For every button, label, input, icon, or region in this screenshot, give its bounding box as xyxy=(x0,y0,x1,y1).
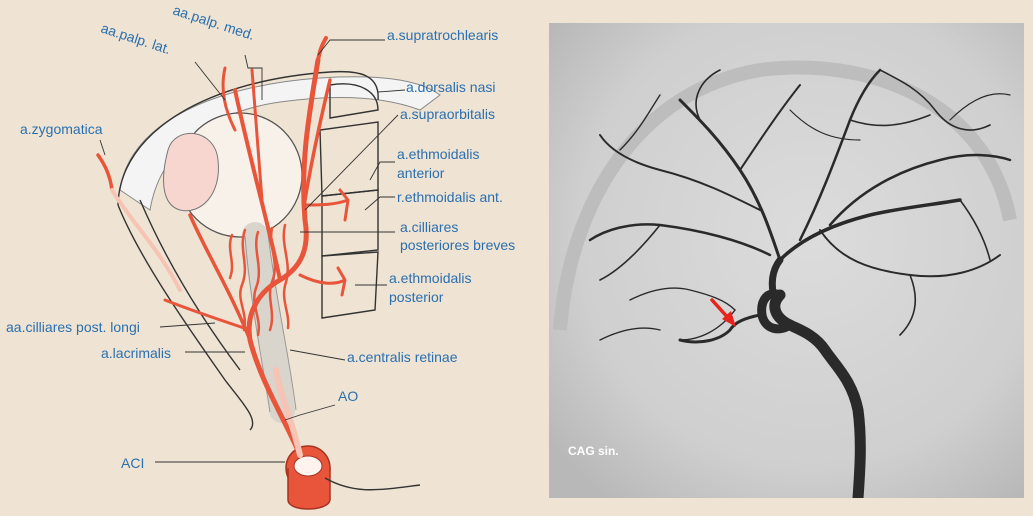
label-palp-lat: aa.palp. lat. xyxy=(99,20,173,58)
label-ethmoidalis-posterior-line2: posterior xyxy=(389,289,444,305)
label-dorsalis-nasi: a.dorsalis nasi xyxy=(406,79,496,95)
carotid-artery xyxy=(285,445,421,510)
label-supraorbitalis: a.supraorbitalis xyxy=(400,106,495,122)
label-ethmoidalis-anterior-line2: anterior xyxy=(397,165,445,181)
label-palp-med: aa.palp. med. xyxy=(171,2,257,43)
angiogram-caption: CAG sin. xyxy=(568,444,619,458)
label-r-ethmoidalis-ant: r.ethmoidalis ant. xyxy=(397,189,503,205)
label-lacrimalis: a.lacrimalis xyxy=(101,345,171,361)
cilliares-longi-branch xyxy=(163,298,252,332)
label-zygomatica: a.zygomatica xyxy=(20,121,103,137)
artery-branches xyxy=(96,36,350,342)
dorsalis-nasi-branch xyxy=(303,78,332,202)
label-ethmoidalis-posterior-line1: a.ethmoidalis xyxy=(389,270,472,286)
angiogram-image xyxy=(549,23,1024,498)
label-cilliares-longi: aa.cilliares post. longi xyxy=(6,319,140,335)
lacrimal-gland xyxy=(163,133,219,212)
angiogram-panel: CAG sin. xyxy=(549,23,1024,498)
orbit-lateral-wall xyxy=(139,199,241,371)
ethmoid-post-branch xyxy=(298,266,347,297)
label-aci: ACI xyxy=(121,455,144,471)
supraorbital-branch xyxy=(233,88,282,282)
orbit-diagram: aa.palp. lat. aa.palp. med. a.supratroch… xyxy=(6,2,515,510)
ethmoid-ant-branch xyxy=(303,188,350,222)
label-cilliares-breves-line2: posteriores breves xyxy=(400,237,515,253)
red-arrow-icon xyxy=(710,298,736,327)
leader-lines xyxy=(99,39,406,463)
ethmoid-cells xyxy=(319,83,379,319)
label-cilliares-breves-line1: a.cilliares xyxy=(400,219,458,235)
label-supratrochlearis: a.supratrochlearis xyxy=(387,27,498,43)
supratrochlear-branch xyxy=(316,36,328,62)
palp-med-branch xyxy=(250,68,264,202)
orbit-outline xyxy=(117,70,379,431)
label-ao: AO xyxy=(338,388,358,404)
label-centralis-retinae: a.centralis retinae xyxy=(347,349,458,365)
angiogram-vessels xyxy=(553,60,1017,498)
label-ethmoidalis-anterior-line1: a.ethmoidalis xyxy=(397,146,480,162)
lacrimal-branch xyxy=(188,213,252,342)
zygomatic-branch xyxy=(96,153,114,192)
